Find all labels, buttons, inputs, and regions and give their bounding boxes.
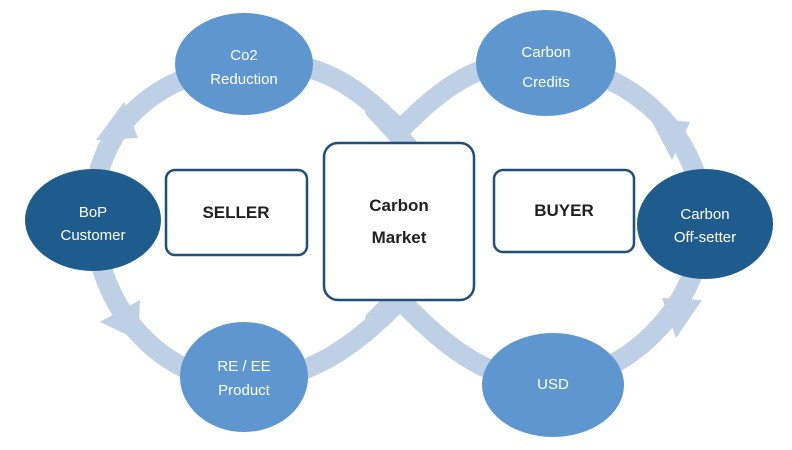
carbon-market-box: Carbon Market	[322, 141, 476, 302]
re-ee-product-line2: Product	[218, 382, 271, 399]
co2-reduction-line1: Co2	[230, 47, 258, 64]
usd-label: USD	[537, 376, 569, 393]
arrow-down-right-top	[650, 118, 690, 160]
cycle-arrows	[96, 102, 702, 340]
bop-customer-line2: Customer	[60, 227, 125, 244]
arrow-up-left-top	[96, 102, 138, 140]
carbon-offsetter-line2: Off-setter	[674, 229, 736, 246]
buyer-box: BUYER	[492, 168, 636, 254]
carbon-offsetter-line1: Carbon	[680, 206, 729, 223]
arrow-down-right-bottom	[662, 298, 702, 338]
carbon-market-line2: Market	[372, 228, 427, 247]
node-carbon-credits: Carbon Credits	[476, 10, 616, 116]
node-usd: USD	[482, 333, 624, 437]
co2-reduction-line2: Reduction	[210, 71, 278, 88]
seller-box: SELLER	[164, 168, 309, 257]
carbon-market-line1: Carbon	[369, 196, 429, 215]
carbon-credits-line1: Carbon	[521, 44, 570, 61]
node-re-ee-product: RE / EE Product	[180, 322, 308, 432]
arrow-up-left-bottom	[100, 300, 140, 340]
buyer-label: BUYER	[534, 201, 594, 220]
re-ee-product-line1: RE / EE	[217, 358, 270, 375]
node-carbon-offsetter: Carbon Off-setter	[637, 169, 773, 279]
bop-customer-line1: BoP	[79, 204, 107, 221]
seller-label: SELLER	[202, 203, 269, 222]
carbon-credits-line2: Credits	[522, 74, 570, 91]
node-co2-reduction: Co2 Reduction	[175, 13, 313, 115]
node-bop-customer: BoP Customer	[25, 169, 161, 271]
